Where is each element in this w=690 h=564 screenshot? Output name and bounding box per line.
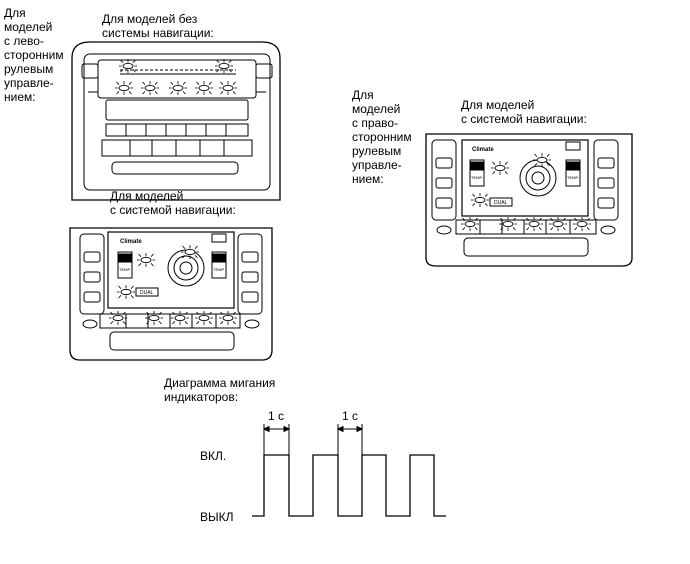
period-marker-1 <box>262 424 291 455</box>
label-left-hand-drive: Для моделей с лево- сторонним рулевым уп… <box>4 6 64 104</box>
panel-with-navigation-rhd <box>425 133 633 267</box>
screen-dual-lhd: DUAL <box>140 290 154 296</box>
on-off-waveform <box>252 454 446 517</box>
screen-climate-title-rhd: Climate <box>472 147 494 153</box>
period-label-1: 1 с <box>268 409 284 423</box>
screen-temp-right-rhd: TEMP <box>567 175 578 180</box>
panel-with-navigation-lhd <box>69 227 273 361</box>
on-state-label: ВКЛ. <box>200 449 226 463</box>
label-without-navigation: Для моделей без системы навигации: <box>102 12 214 40</box>
blink-indicators-panel-1 <box>114 58 238 96</box>
off-state-label: ВЫКЛ <box>200 510 234 524</box>
panel-without-navigation <box>71 41 281 201</box>
screen-temp-left-rhd: TEMP <box>471 175 482 180</box>
blink-timing-diagram: 1 с 1 с ВКЛ. ВЫКЛ <box>200 409 446 524</box>
screen-temp-right-lhd: TEMP <box>213 267 224 272</box>
period-marker-2 <box>336 424 364 455</box>
label-right-hand-drive: Для моделей с право- сторонним рулевым у… <box>352 88 412 186</box>
screen-climate-title-lhd: Climate <box>120 239 142 245</box>
label-blink-pattern: Диаграмма мигания индикаторов: <box>164 376 276 404</box>
period-label-2: 1 с <box>342 409 358 423</box>
screen-dual-rhd: DUAL <box>494 200 508 206</box>
label-with-navigation-rhd: Для моделей с системой навигации: <box>461 98 587 126</box>
screen-temp-left-lhd: TEMP <box>119 267 130 272</box>
